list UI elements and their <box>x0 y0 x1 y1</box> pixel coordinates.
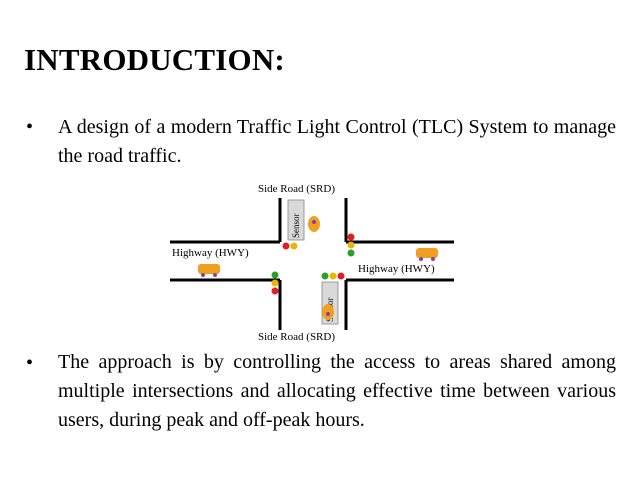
bullet-text: A design of a modern Traffic Light Contr… <box>58 116 616 167</box>
light-green <box>321 272 329 280</box>
traffic-light-top-right <box>347 233 355 257</box>
bullet-item-1: • A design of a modern Traffic Light Con… <box>26 113 616 171</box>
side-road-bottom-label: Side Road (SRD) <box>258 331 335 342</box>
vehicle-icon <box>308 216 320 232</box>
light-yellow <box>271 279 279 287</box>
side-road-top-label: Side Road (SRD) <box>258 183 335 195</box>
sensor-top-label: Sensor <box>291 213 301 238</box>
bullet-marker: • <box>26 116 34 138</box>
traffic-intersection-diagram: Side Road (SRD) Side Road (SRD) Highway … <box>170 183 454 342</box>
light-green <box>271 271 279 279</box>
bullet-marker: • <box>26 352 34 374</box>
vehicle-icon <box>322 304 334 320</box>
light-yellow <box>329 272 337 280</box>
sensor-box <box>287 199 305 241</box>
light-red <box>347 233 355 241</box>
highway-left-label: Highway (HWY) <box>172 247 249 259</box>
light-red <box>337 272 345 280</box>
road-edges <box>170 198 454 330</box>
highway-right-label: Highway (HWY) <box>358 263 435 275</box>
slide-title: INTRODUCTION: <box>24 42 285 77</box>
traffic-light-bottom-right <box>321 272 345 280</box>
bullet-text: The approach is by controlling the acces… <box>58 351 616 431</box>
light-red <box>271 287 279 295</box>
bullet-item-2: • The approach is by controlling the acc… <box>26 348 616 435</box>
light-green <box>347 249 355 257</box>
traffic-light-top-left <box>282 242 298 250</box>
vehicle-icon <box>198 264 220 277</box>
top-sensor: Sensor <box>287 199 305 241</box>
light-yellow <box>290 242 298 250</box>
light-yellow <box>347 241 355 249</box>
light-red <box>282 242 290 250</box>
vehicle-icon <box>416 248 438 261</box>
traffic-light-bottom-left <box>271 271 279 295</box>
